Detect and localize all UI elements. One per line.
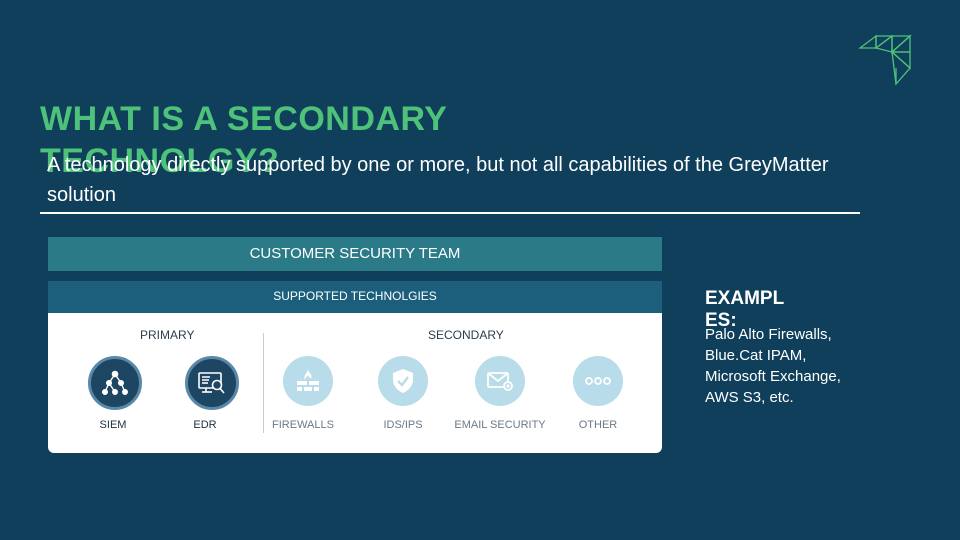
network-hierarchy-icon	[88, 356, 142, 410]
firewall-icon	[283, 356, 333, 406]
primary-label-siem: SIEM	[99, 419, 127, 431]
examples-text: Palo Alto Firewalls, Blue.Cat IPAM, Micr…	[705, 326, 841, 406]
technologies-panel: SUPPORTED TECHNOLGIES PRIMARY SECONDARY …	[48, 281, 662, 453]
slide-title: WHAT IS A SECONDARY TECHNOLGY?	[40, 100, 447, 180]
shield-check-icon	[378, 356, 428, 406]
customer-security-team-bar: CUSTOMER SECURITY TEAM	[48, 237, 662, 271]
secondary-label-ids-ips: IDS/IPS	[383, 419, 423, 431]
examples-heading: EXAMPL ES:	[705, 288, 784, 331]
ellipsis-icon	[573, 356, 623, 406]
slide-subtitle: A technology directly supported by one o…	[47, 154, 829, 206]
secondary-label-firewalls: FIREWALLS	[272, 419, 334, 431]
secondary-heading: SECONDARY	[428, 328, 504, 342]
screen-search-icon	[185, 356, 239, 410]
primary-heading: PRIMARY	[140, 328, 195, 342]
supported-technologies-bar: SUPPORTED TECHNOLGIES	[48, 281, 662, 313]
title-divider	[40, 212, 860, 214]
envelope-icon	[475, 356, 525, 406]
column-divider	[263, 333, 264, 433]
secondary-label-email-security: EMAIL SECURITY	[454, 419, 546, 431]
primary-label-edr: EDR	[193, 419, 217, 431]
brand-logo-icon	[858, 34, 912, 86]
secondary-label-other: OTHER	[578, 419, 618, 431]
